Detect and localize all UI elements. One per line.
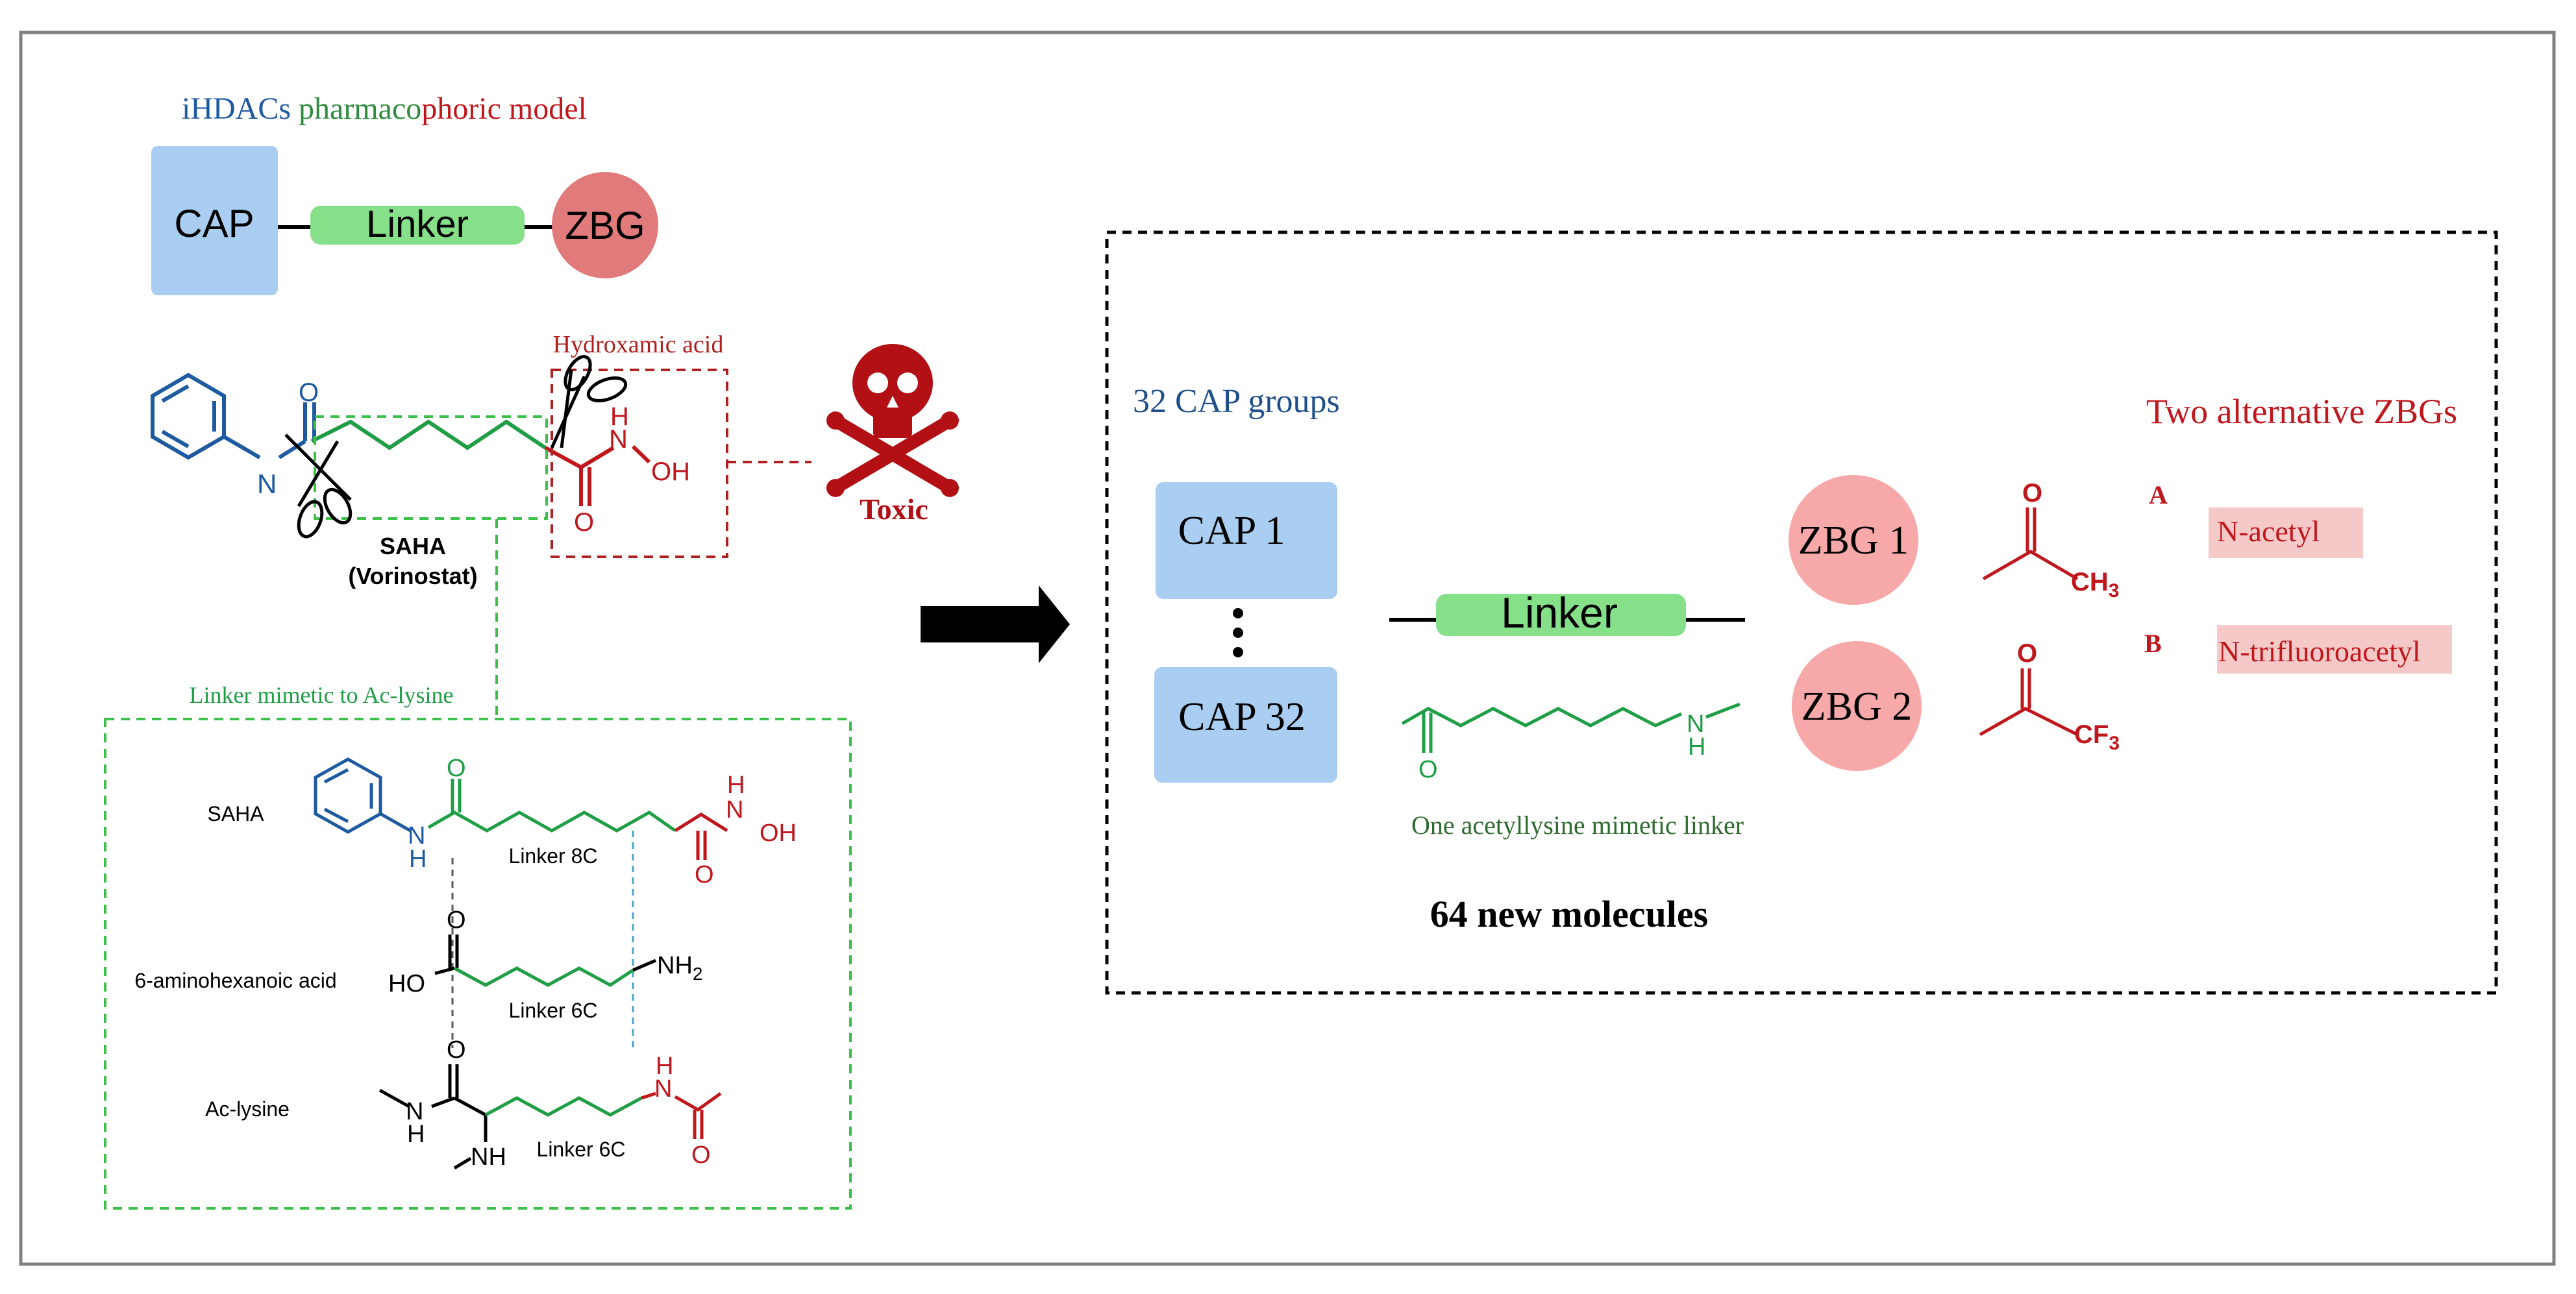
saha-atom-o-cap: O: [299, 378, 319, 407]
linker-mimetic-panel: Linker mimetic to Ac-lysine SAHA 6-amino…: [104, 519, 852, 1210]
saha-atom-h-zbg: H: [610, 402, 629, 431]
mimetic-saha-h: H: [409, 846, 427, 873]
mimetic-lys-acetyl: [641, 1092, 722, 1139]
linker-caption: One acetyllysine mimetic linker: [1411, 811, 1744, 840]
total-molecules: 64 new molecules: [1430, 893, 1709, 935]
mimetic-lys-o: O: [447, 1036, 466, 1064]
mimetic-lys-n: N: [406, 1098, 423, 1125]
cap-32-label: CAP 32: [1178, 695, 1306, 739]
saha-n-bond: [223, 435, 261, 459]
model-zbg-label: ZBG: [565, 204, 645, 247]
mimetic-lys-o-red: O: [691, 1141, 711, 1169]
scissors-icon: [284, 433, 353, 539]
library-linker-bar: [1436, 594, 1686, 636]
library-linker-n: N: [1687, 711, 1704, 738]
mimetic-saha-o-green: O: [447, 755, 466, 782]
saha-hydroxamic-bonds: [544, 446, 615, 506]
saha-linker-chain: [310, 419, 547, 450]
saha-atom-oh: OH: [651, 458, 690, 486]
mimetic-saha-linker-8c: [427, 779, 676, 833]
linker-6c-label-2: Linker 6C: [537, 1138, 626, 1161]
mimetic-aha-o: O: [447, 907, 466, 934]
option-b-letter: B: [2144, 629, 2162, 658]
library-linker-o: O: [1418, 756, 1438, 783]
mimetic-aha-nh2: NH2: [657, 952, 702, 984]
linker-8c-label: Linker 8C: [509, 844, 598, 868]
model-linker-bar: [310, 206, 525, 245]
cap-1-label: CAP 1: [1178, 509, 1285, 553]
library-panel: 32 CAP groups Two alternative ZBGs CAP 1…: [1105, 230, 2498, 995]
saha-name: SAHA: [380, 533, 446, 559]
option-a-label: N-acetyl: [2217, 515, 2320, 548]
cap-1-box: [1156, 482, 1337, 599]
mimetic-lys-h: H: [407, 1121, 425, 1148]
mimetic-saha-oh: OH: [760, 820, 797, 847]
acetyl-structure: [1982, 507, 2079, 581]
pharmacophore-model: iHDACs pharmacophoric model CAP Linker Z…: [151, 92, 658, 295]
saha-linker-box: [314, 415, 548, 520]
acetyl-ch3: CH3: [2071, 568, 2119, 602]
model-title: iHDACs pharmacophoric model: [182, 92, 587, 126]
model-zbg-circle: [552, 172, 658, 278]
trifluoro-cf3: CF3: [2074, 720, 2120, 754]
mimetic-saha-h-red: H: [727, 772, 745, 799]
saha-structure: N H O O N H OH Hydroxamic acid SAHA (Vor…: [151, 331, 811, 589]
saha-atom-n: N: [257, 469, 277, 499]
library-linker-skeleton: [1401, 702, 1740, 753]
ellipsis-dot: [1233, 608, 1243, 618]
cap-groups-header: 32 CAP groups: [1133, 383, 1340, 420]
zbg-header: Two alternative ZBGs: [2146, 392, 2457, 431]
process-arrow: [921, 585, 1070, 663]
trifluoroacetyl-structure: [1979, 668, 2079, 737]
model-linker-label: Linker: [366, 203, 469, 245]
model-cap-label: CAP: [174, 202, 254, 245]
mimetic-saha-n: N: [408, 822, 425, 849]
acetyl-o: O: [2022, 479, 2042, 507]
option-a-highlight: [2209, 507, 2363, 558]
mimetic-lys-nh: NH: [471, 1143, 506, 1171]
option-b-highlight: [2217, 625, 2452, 674]
ellipsis-dot: [1233, 647, 1243, 657]
mimetic-saha-n-red: N: [726, 796, 743, 824]
mimetic-aha-linker-6c: [453, 966, 634, 987]
mimetic-lys-h-red: H: [656, 1053, 673, 1080]
row-label-aminohexanoic: 6-aminohexanoic acid: [134, 969, 336, 992]
model-cap-box: [151, 146, 278, 295]
option-b-label: N-trifluoroacetyl: [2218, 635, 2421, 668]
mimetic-saha-phenyl: [314, 757, 412, 834]
trifluoro-o: O: [2017, 639, 2037, 668]
mimetic-saha-o-red: O: [695, 861, 714, 888]
library-linker-label: Linker: [1501, 589, 1618, 637]
zbg-2-label: ZBG 2: [1802, 685, 1913, 729]
saha-phenyl-ring: [151, 372, 226, 460]
skull-crossbones-icon: [826, 344, 959, 497]
mimetic-box: [104, 718, 852, 1210]
toxic-label: Toxic: [860, 493, 928, 526]
saha-atom-o-zbg: O: [574, 508, 594, 537]
row-label-saha: SAHA: [207, 802, 264, 825]
saha-atom-n-zbg: N: [609, 425, 628, 454]
mimetic-lys-linker-6c: [484, 1096, 643, 1117]
library-box: [1105, 230, 2498, 995]
saha-amide-bond: [278, 439, 306, 459]
scissors-icon: [550, 355, 628, 449]
zbg-1-label: ZBG 1: [1798, 519, 1909, 563]
row-label-ac-lysine: Ac-lysine: [205, 1097, 290, 1121]
outer-frame: [19, 31, 2556, 1266]
mimetic-box-title: Linker mimetic to Ac-lysine: [190, 682, 454, 708]
zbg-2-circle: [1792, 641, 1922, 771]
mimetic-saha-hydroxamic: [674, 812, 728, 860]
ellipsis-dot: [1233, 628, 1243, 638]
cap-32-box: [1154, 667, 1337, 783]
option-a-letter: A: [2149, 480, 2168, 509]
hydroxamic-acid-label: Hydroxamic acid: [553, 331, 724, 358]
mimetic-lys-n-red: N: [654, 1075, 672, 1103]
saha-alt-name: (Vorinostat): [348, 563, 477, 589]
library-linker-h: H: [1688, 733, 1705, 761]
linker-6c-label-1: Linker 6C: [509, 999, 598, 1022]
mimetic-aha-ho: HO: [388, 970, 425, 997]
zbg-1-circle: [1789, 475, 1918, 605]
